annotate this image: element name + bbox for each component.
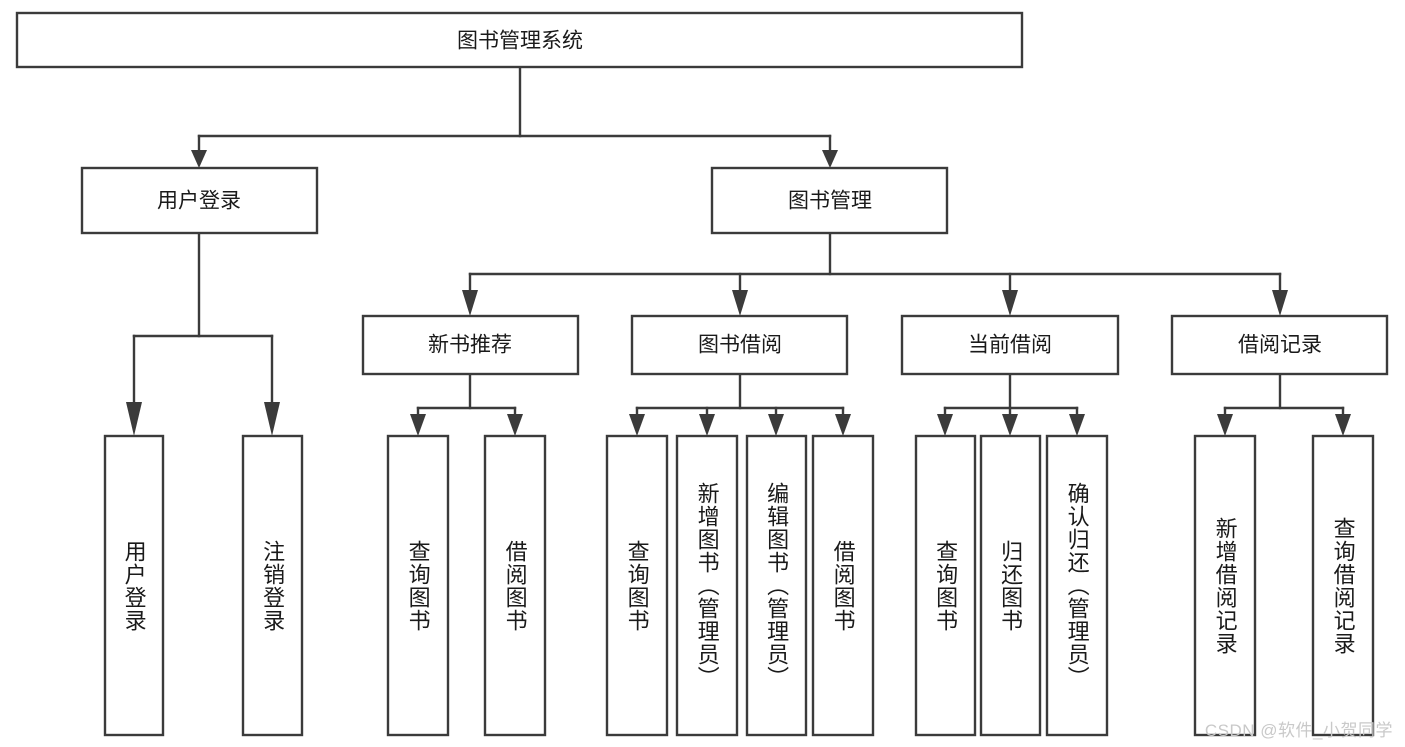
label-current-borrow: 当前借阅 <box>968 334 1052 357</box>
watermark-csdn: CSDN @软件_小贺同学 <box>1204 721 1393 740</box>
node-user-login[interactable] <box>80 166 319 235</box>
arrow-head-leaf-4 <box>507 414 523 436</box>
node-leaf-13[interactable] <box>1311 434 1375 737</box>
node-boxes-group <box>15 11 1389 737</box>
arrow-head-book-borrow <box>732 290 748 316</box>
arrow-head-leaf-3 <box>410 414 426 436</box>
arrow-head-leaf-8 <box>835 414 851 436</box>
node-leaf-2[interactable] <box>241 434 304 737</box>
arrow-head-leaf-11 <box>1069 414 1085 436</box>
label-user-login: 用户登录 <box>157 190 241 213</box>
arrow-head-book-mgmt <box>822 150 838 168</box>
node-leaf-3[interactable] <box>386 434 450 737</box>
node-leaf-9[interactable] <box>914 434 977 737</box>
node-leaf-6[interactable] <box>675 434 739 737</box>
label-book-borrow: 图书借阅 <box>698 334 782 357</box>
arrow-head-current-borrow <box>1002 290 1018 316</box>
node-current-borrow[interactable] <box>900 314 1120 376</box>
node-book-borrow[interactable] <box>630 314 849 376</box>
arrow-head-leaf-12 <box>1217 414 1233 436</box>
arrow-head-newbook-rec <box>462 290 478 316</box>
node-borrow-record[interactable] <box>1170 314 1389 376</box>
node-leaf-11[interactable] <box>1045 434 1109 737</box>
node-book-management[interactable] <box>710 166 949 235</box>
arrow-head-leaf-10 <box>1002 414 1018 436</box>
node-leaf-1[interactable] <box>103 434 165 737</box>
arrow-head-leaf-9 <box>937 414 953 436</box>
label-root: 图书管理系统 <box>457 30 583 53</box>
label-new-book-recommend: 新书推荐 <box>428 334 512 357</box>
arrow-head-leaf-1 <box>126 402 142 436</box>
connectors-group <box>126 65 1351 436</box>
label-book-management: 图书管理 <box>788 190 872 213</box>
node-leaf-10[interactable] <box>979 434 1042 737</box>
arrow-head-borrow-record <box>1272 290 1288 316</box>
arrow-head-leaf-13 <box>1335 414 1351 436</box>
node-leaf-7[interactable] <box>745 434 808 737</box>
arrow-head-leaf-5 <box>629 414 645 436</box>
node-leaf-4[interactable] <box>483 434 547 737</box>
arrow-head-leaf-7 <box>768 414 784 436</box>
node-leaf-5[interactable] <box>605 434 669 737</box>
node-leaf-8[interactable] <box>811 434 875 737</box>
arrow-head-user-login <box>191 150 207 168</box>
arrow-head-leaf-2 <box>264 402 280 436</box>
node-new-book-recommend[interactable] <box>361 314 580 376</box>
horizontal-labels-group: 图书管理系统 用户登录 图书管理 新书推荐 图书借阅 当前借阅 借阅记录 <box>157 30 1322 357</box>
node-leaf-12[interactable] <box>1193 434 1257 737</box>
arrow-head-leaf-6 <box>699 414 715 436</box>
node-root-book-management-system[interactable] <box>15 11 1024 69</box>
label-borrow-record: 借阅记录 <box>1238 334 1322 357</box>
